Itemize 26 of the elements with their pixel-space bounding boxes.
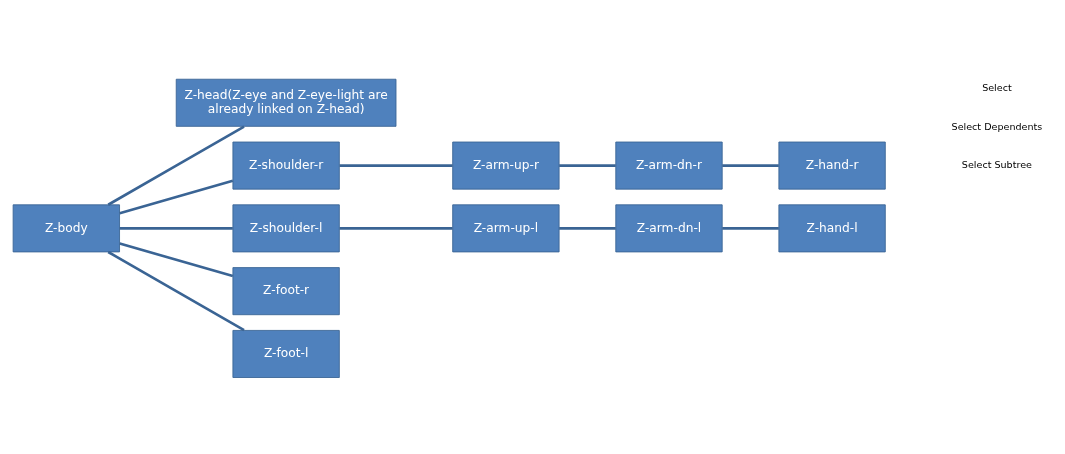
node-box: Z-hand-l: [778, 203, 886, 252]
label: Select: [982, 81, 1012, 93]
connector: [559, 163, 616, 167]
connector: [107, 250, 245, 331]
node-box: Z-head(Z-eye and Z-eye-light are already linked on Z-head): [175, 78, 397, 127]
node-box: Z-shoulder-r: [232, 141, 340, 190]
node-box: Z-foot-r: [232, 266, 340, 315]
connector: [722, 163, 779, 167]
node-box: Z-arm-up-r: [452, 141, 560, 190]
connector: [722, 226, 779, 230]
connector: [119, 226, 233, 230]
label: Select Subtree: [961, 158, 1032, 170]
connector: [339, 226, 453, 230]
connector: [119, 241, 234, 277]
node-box: Z-hand-r: [778, 141, 886, 190]
connector: [339, 163, 453, 167]
connector: [559, 226, 616, 230]
label: Select Dependents: [951, 120, 1043, 132]
node-box: Z-foot-l: [232, 329, 340, 378]
node-box: Z-arm-dn-r: [615, 141, 723, 190]
node-box: Z-shoulder-l: [232, 203, 340, 252]
node-box: Z-body: [12, 203, 120, 252]
connector: [119, 178, 234, 214]
node-box: Z-arm-dn-l: [615, 203, 723, 252]
connector: [107, 124, 245, 206]
node-box: Z-arm-up-l: [452, 203, 560, 252]
